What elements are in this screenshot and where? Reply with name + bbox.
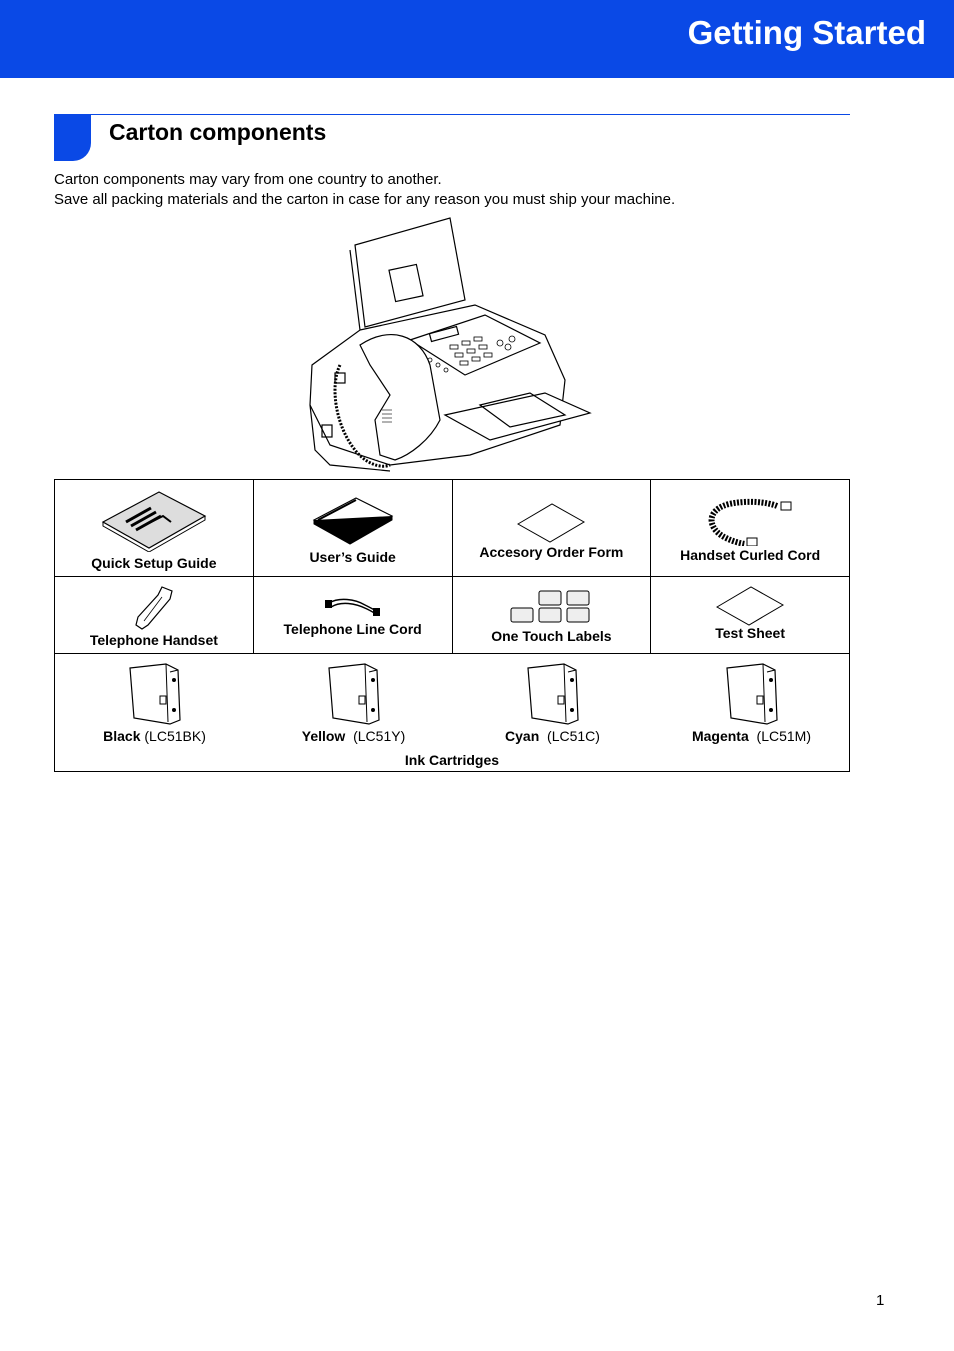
component-label: Handset Curled Cord (680, 547, 821, 563)
component-label: Test Sheet (715, 625, 785, 641)
ink-color: Magenta (691, 728, 749, 744)
ink-cartridge-icon (725, 663, 778, 725)
ink-color: Cyan (505, 728, 540, 744)
page-title: Getting Started (687, 14, 926, 51)
ink-cartridge-item: Cyan (LC51C) (453, 654, 652, 754)
component-label: Accesory Order Form (479, 544, 624, 560)
ink-color: Black (103, 728, 141, 744)
component-cell: Telephone Handset (54, 576, 254, 654)
booklet-icon (101, 491, 207, 552)
line-cord-icon (324, 598, 380, 616)
ink-cartridges-caption: Ink Cartridges (404, 752, 500, 768)
component-cell: Telephone Line Cord (252, 576, 453, 654)
fax-machine-illustration (309, 217, 592, 472)
coiled-cord-icon (708, 498, 792, 546)
section-marker (54, 114, 91, 161)
component-label: One Touch Labels (491, 628, 612, 644)
table-row: Quick Setup Guide User’s Guide Accesory … (54, 479, 850, 577)
ink-code: (LC51Y) (353, 728, 406, 744)
section-rule (91, 114, 850, 115)
component-cell: User’s Guide (252, 479, 453, 577)
ink-cartridge-icon (128, 663, 181, 725)
header-banner: Getting Started (0, 0, 954, 78)
ink-code: (LC51BK) (144, 728, 206, 744)
ink-cartridge-item: Magenta (LC51M) (652, 654, 851, 754)
ink-cartridge-icon (526, 663, 579, 725)
component-cell: One Touch Labels (451, 576, 652, 654)
carton-components-table: Quick Setup Guide User’s Guide Accesory … (54, 479, 850, 772)
ink-cartridges-cell: Black (LC51BK) Yellow (LC51Y) (54, 653, 851, 772)
page-number: 1 (876, 1292, 885, 1309)
section-title: Carton components (109, 119, 327, 145)
sheet-icon (517, 503, 586, 543)
table-row: Telephone Handset Telephone Line Cord (54, 576, 850, 654)
ink-cartridge-item: Yellow (LC51Y) (254, 654, 453, 754)
intro-line-1: Carton components may vary from one coun… (54, 171, 442, 188)
ink-code: (LC51C) (547, 728, 600, 744)
ink-color: Yellow (301, 728, 346, 744)
component-label: Telephone Handset (89, 632, 218, 648)
labels-icon (510, 590, 590, 623)
component-cell: Test Sheet (650, 576, 850, 654)
handset-icon (135, 586, 173, 630)
table-row: Black (LC51BK) Yellow (LC51Y) (54, 653, 851, 772)
component-label: Telephone Line Cord (283, 621, 422, 637)
ink-code: (LC51M) (756, 728, 812, 744)
sheet-icon (716, 586, 785, 626)
ink-cartridge-icon (327, 663, 380, 725)
manual-icon (312, 497, 393, 545)
component-label: User’s Guide (309, 549, 396, 565)
component-cell: Quick Setup Guide (54, 479, 254, 577)
component-cell: Accesory Order Form (451, 479, 652, 577)
component-cell: Handset Curled Cord (650, 479, 850, 577)
component-label: Quick Setup Guide (91, 555, 217, 571)
ink-cartridge-item: Black (LC51BK) (55, 654, 254, 754)
intro-line-2: Save all packing materials and the carto… (54, 191, 676, 208)
